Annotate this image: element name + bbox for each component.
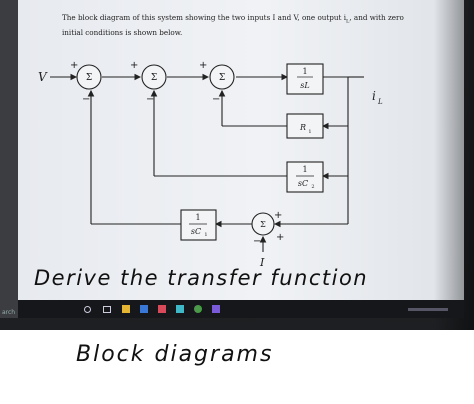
block-sl-numerator: 1: [302, 67, 307, 76]
sum2-plus-sign: +: [130, 60, 138, 71]
sum4-minus-sign: −: [253, 236, 261, 247]
mail-icon[interactable]: [158, 305, 166, 313]
problem-text-sub: L: [346, 18, 350, 25]
problem-text: The block diagram of this system showing…: [62, 13, 347, 22]
input-i-label: I: [259, 256, 265, 269]
problem-text-line2: initial conditions is shown below.: [62, 28, 183, 38]
file-explorer-icon[interactable]: [122, 305, 130, 313]
block-diagram: Σ Σ Σ Σ + − + − + − + − + V I i L 1 sL R…: [38, 60, 383, 269]
sum-junction-3: Σ: [219, 73, 225, 83]
block-sc2-numerator: 1: [302, 165, 307, 174]
output-il-sub: L: [377, 98, 383, 106]
search-circle-icon[interactable]: [84, 306, 91, 313]
block-sc1-numerator: 1: [195, 213, 200, 222]
block-sc2-denominator: sC: [298, 179, 308, 188]
sum4-plus-sign-top: +: [274, 210, 282, 221]
tray-icons: [408, 308, 448, 311]
sum-junction-4: Σ: [260, 220, 266, 229]
problem-text-tail: , and with zero: [349, 13, 404, 22]
handwritten-caption: Block diagrams: [76, 342, 274, 367]
browser-icon[interactable]: [194, 305, 202, 313]
taskbar: [18, 300, 464, 318]
block-sc2-sub: 2: [311, 184, 314, 190]
store-icon[interactable]: [140, 305, 148, 313]
task-view-icon[interactable]: [103, 306, 111, 313]
sum4-plus-sign: +: [276, 232, 284, 243]
app-icon-2[interactable]: [212, 305, 220, 313]
sum1-minus-sign: −: [82, 94, 90, 105]
block-sc1-denominator: sC: [191, 227, 201, 236]
block-r1-sub: 1: [308, 129, 311, 135]
block-sc1-sub: 1: [204, 232, 207, 238]
sum1-plus-sign: +: [70, 60, 78, 71]
input-v-label: V: [38, 70, 48, 84]
sum-junction-1: Σ: [86, 73, 92, 83]
sum2-minus-sign: −: [146, 94, 154, 105]
block-r1-label: R: [299, 123, 306, 132]
sum-junction-2: Σ: [151, 73, 157, 83]
problem-statement: The block diagram of this system showing…: [62, 12, 442, 38]
monitor-bezel-left: [0, 0, 18, 318]
output-il-label: i: [372, 89, 376, 103]
monitor-shade: [434, 0, 474, 330]
search-box-fragment[interactable]: arch: [2, 309, 16, 316]
sum3-plus-sign: +: [199, 60, 207, 71]
handwritten-instruction: Derive the transfer function: [34, 266, 369, 290]
screen: [18, 0, 464, 318]
sum3-minus-sign: −: [212, 94, 220, 105]
block-sl-denominator: sL: [300, 81, 309, 90]
app-icon[interactable]: [176, 305, 184, 313]
